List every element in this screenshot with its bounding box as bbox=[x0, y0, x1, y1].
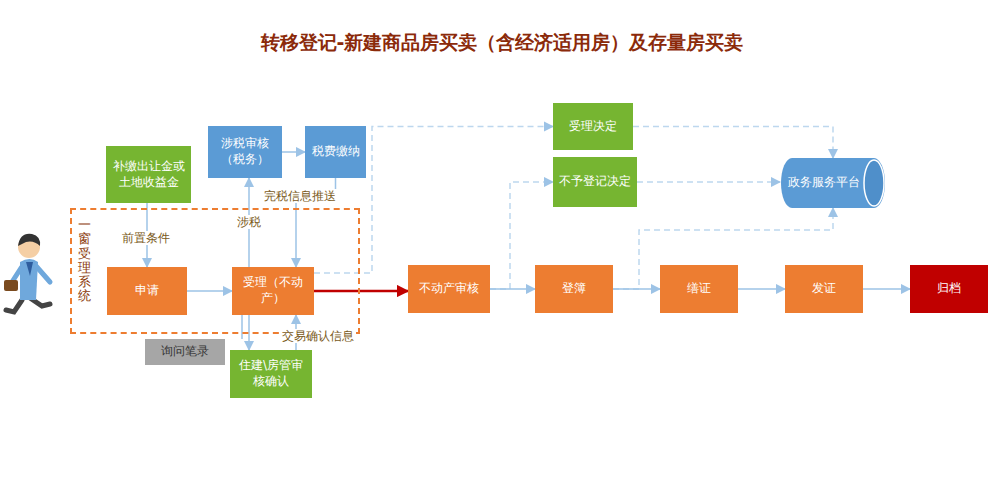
flow-arrow bbox=[613, 288, 660, 290]
edge-label: 交易确认信息 bbox=[280, 329, 356, 343]
dashed-connector bbox=[637, 181, 780, 183]
node-label: 不予登记决定 bbox=[554, 171, 636, 193]
flow-arrow bbox=[490, 288, 535, 290]
process-box: 缮证 bbox=[660, 265, 738, 313]
flow-arrow bbox=[863, 288, 910, 290]
node-label: 涉税审核（税务） bbox=[208, 133, 282, 170]
process-box: 申请 bbox=[107, 267, 187, 315]
node-label: 询问笔录 bbox=[156, 341, 214, 363]
node-label: 受理决定 bbox=[564, 116, 622, 138]
node-label: 申请 bbox=[130, 280, 164, 302]
node-label: 政务服务平台 bbox=[783, 172, 865, 194]
process-box: 税费缴纳 bbox=[305, 126, 366, 178]
node-label: 税费缴纳 bbox=[307, 141, 365, 163]
process-box: 不动产审核 bbox=[408, 265, 490, 313]
system-name: 一窗受理系统 bbox=[78, 218, 91, 304]
process-box: 补缴出让金或土地收益金 bbox=[106, 146, 191, 203]
process-box: 涉税审核（税务） bbox=[208, 126, 282, 178]
main-flow-arrow bbox=[314, 290, 408, 293]
edge-label: 完税信息推送 bbox=[262, 189, 338, 203]
process-box: 受理（不动产） bbox=[232, 267, 314, 315]
process-box: 住建\房管审核确认 bbox=[230, 350, 312, 398]
flow-arrow bbox=[241, 315, 243, 339]
node-label: 不动产审核 bbox=[414, 278, 484, 300]
node-label: 住建\房管审核确认 bbox=[230, 355, 312, 392]
node-label: 受理（不动产） bbox=[232, 272, 314, 309]
node-label: 补缴出让金或土地收益金 bbox=[106, 156, 191, 193]
note-box: 询问笔录 bbox=[145, 339, 225, 365]
node-label: 归档 bbox=[932, 278, 966, 300]
node-label: 登簿 bbox=[557, 278, 591, 300]
decision-box: 不予登记决定 bbox=[553, 157, 637, 207]
edge-label: 前置条件 bbox=[120, 231, 172, 245]
edge-label: 涉税 bbox=[235, 215, 263, 229]
flow-arrow bbox=[738, 288, 785, 290]
diagram-title: 转移登记-新建商品房买卖（含经济适用房）及存量房买卖 bbox=[0, 30, 1004, 56]
archive-box: 归档 bbox=[910, 265, 988, 313]
flow-arrow bbox=[282, 151, 305, 153]
running-man bbox=[4, 234, 50, 312]
node-label: 缮证 bbox=[682, 278, 716, 300]
platform-cylinder: 政务服务平台 bbox=[780, 158, 886, 208]
system-container: 一窗受理系统申请 受理（不动产） bbox=[70, 208, 360, 334]
dashed-connector bbox=[633, 127, 833, 159]
process-box: 发证 bbox=[785, 265, 863, 313]
decision-box: 受理决定 bbox=[553, 103, 633, 150]
flow-arrow bbox=[187, 290, 232, 292]
node-label: 发证 bbox=[807, 278, 841, 300]
process-box: 登簿 bbox=[535, 265, 613, 313]
